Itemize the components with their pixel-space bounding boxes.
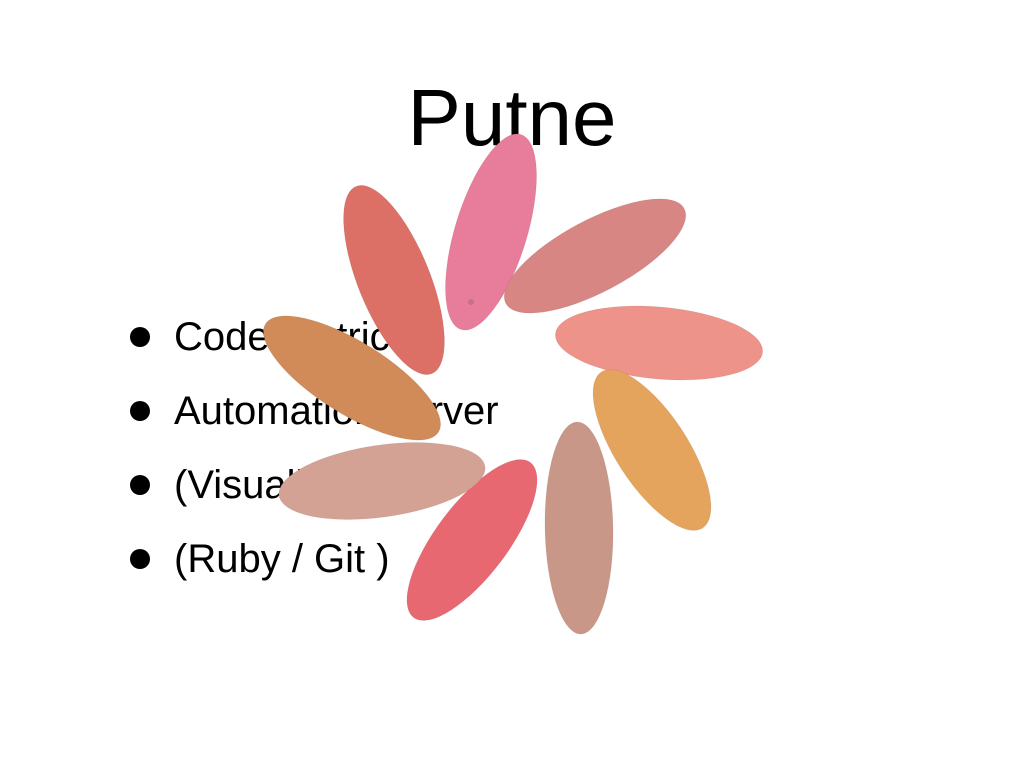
bullet-text: Automation server [174,389,499,433]
flower-center-dot [468,299,474,305]
bullet-dot [130,475,150,495]
petal [592,369,712,531]
petal [544,421,614,635]
petal [503,198,687,314]
petal [554,305,764,381]
bullet-text: (Ruby / Git ) [174,537,390,581]
bullet-text: (Visualization) [174,463,425,507]
bullet-text: Code metrics [174,315,410,359]
bullet-dot [130,327,150,347]
bullet-dot [130,549,150,569]
slide-title: Putne [407,73,617,162]
bullet-dot [130,401,150,421]
